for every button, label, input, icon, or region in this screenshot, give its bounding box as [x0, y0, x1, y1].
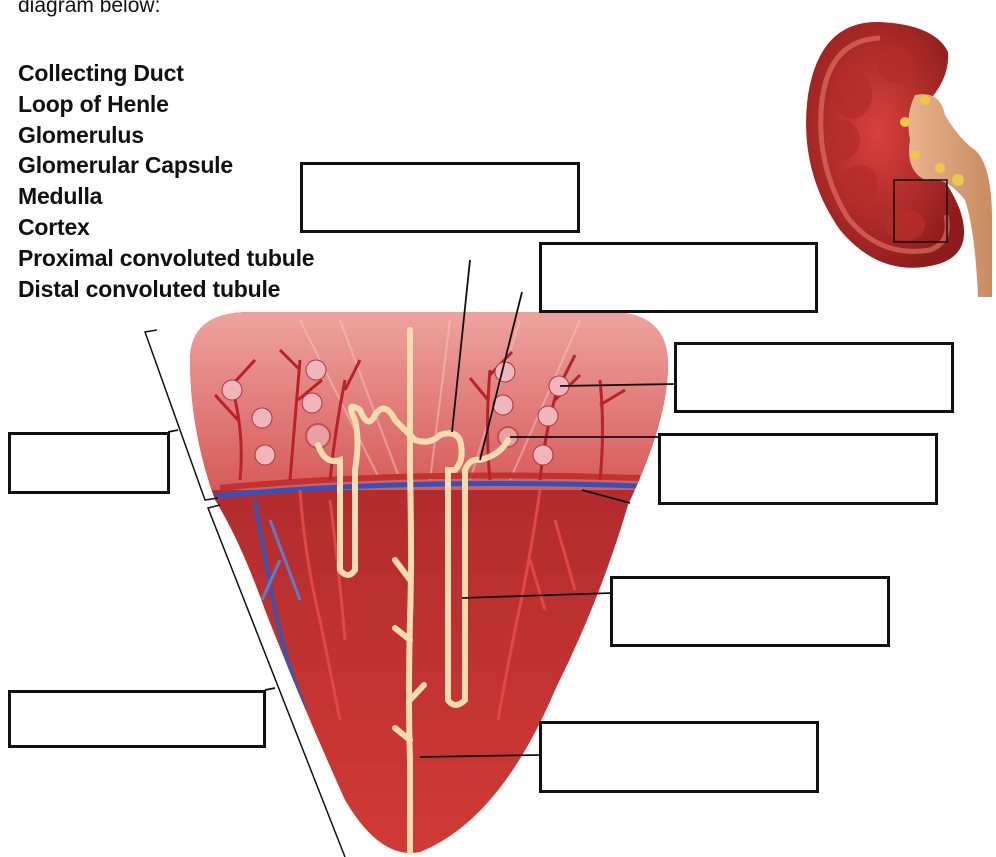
- label-box-capsule-right[interactable]: [658, 433, 938, 505]
- label-box-distal[interactable]: [539, 242, 818, 313]
- kidney-icon: [806, 22, 992, 297]
- label-box-glomerulus[interactable]: [674, 342, 954, 413]
- label-box-cortex[interactable]: [8, 432, 170, 494]
- label-box-collecting-duct[interactable]: [539, 721, 819, 793]
- label-box-capsule[interactable]: [300, 162, 580, 233]
- label-box-medulla[interactable]: [8, 690, 266, 748]
- label-box-loop[interactable]: [610, 576, 890, 647]
